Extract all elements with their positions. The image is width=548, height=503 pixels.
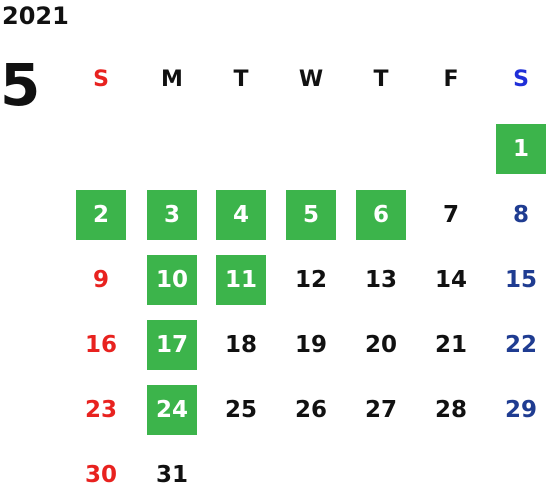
weekday-header: M xyxy=(161,67,183,92)
calendar-day[interactable]: 26 xyxy=(294,397,327,423)
calendar-day[interactable]: 31 xyxy=(155,462,188,488)
calendar-day[interactable]: 30 xyxy=(84,462,117,488)
calendar-day-highlighted[interactable]: 17 xyxy=(147,320,197,370)
calendar-day[interactable]: 23 xyxy=(84,397,117,423)
calendar-day[interactable]: 16 xyxy=(84,332,117,358)
calendar-day-highlighted[interactable]: 10 xyxy=(147,255,197,305)
calendar-day-highlighted[interactable]: 3 xyxy=(147,190,197,240)
weekday-header: T xyxy=(373,67,389,92)
weekday-header: W xyxy=(298,67,324,92)
calendar-day[interactable]: 7 xyxy=(442,202,459,228)
calendar-day[interactable]: 28 xyxy=(434,397,467,423)
calendar-day[interactable]: 19 xyxy=(294,332,327,358)
calendar-day[interactable]: 18 xyxy=(224,332,257,358)
calendar-day[interactable]: 25 xyxy=(224,397,257,423)
calendar-day[interactable]: 9 xyxy=(92,267,109,293)
year-label: 2021 xyxy=(2,2,69,30)
weekday-header: S xyxy=(513,67,529,92)
calendar-day[interactable]: 22 xyxy=(504,332,537,358)
calendar-day[interactable]: 12 xyxy=(294,267,327,293)
calendar-day[interactable]: 13 xyxy=(364,267,397,293)
calendar-day-highlighted[interactable]: 6 xyxy=(356,190,406,240)
calendar-day[interactable]: 8 xyxy=(512,202,529,228)
calendar-day[interactable]: 29 xyxy=(504,397,537,423)
month-label: 5 xyxy=(0,51,41,119)
calendar-day-highlighted[interactable]: 2 xyxy=(76,190,126,240)
calendar-day[interactable]: 15 xyxy=(504,267,537,293)
weekday-header: S xyxy=(93,67,109,92)
calendar-day[interactable]: 20 xyxy=(364,332,397,358)
weekday-header: F xyxy=(443,67,459,92)
weekday-header: T xyxy=(233,67,249,92)
calendar-day-highlighted[interactable]: 24 xyxy=(147,385,197,435)
calendar-day[interactable]: 27 xyxy=(364,397,397,423)
calendar-day-highlighted[interactable]: 11 xyxy=(216,255,266,305)
calendar-day-highlighted[interactable]: 1 xyxy=(496,124,546,174)
calendar-day-highlighted[interactable]: 5 xyxy=(286,190,336,240)
calendar-day-highlighted[interactable]: 4 xyxy=(216,190,266,240)
calendar-day[interactable]: 14 xyxy=(434,267,467,293)
calendar-day[interactable]: 21 xyxy=(434,332,467,358)
